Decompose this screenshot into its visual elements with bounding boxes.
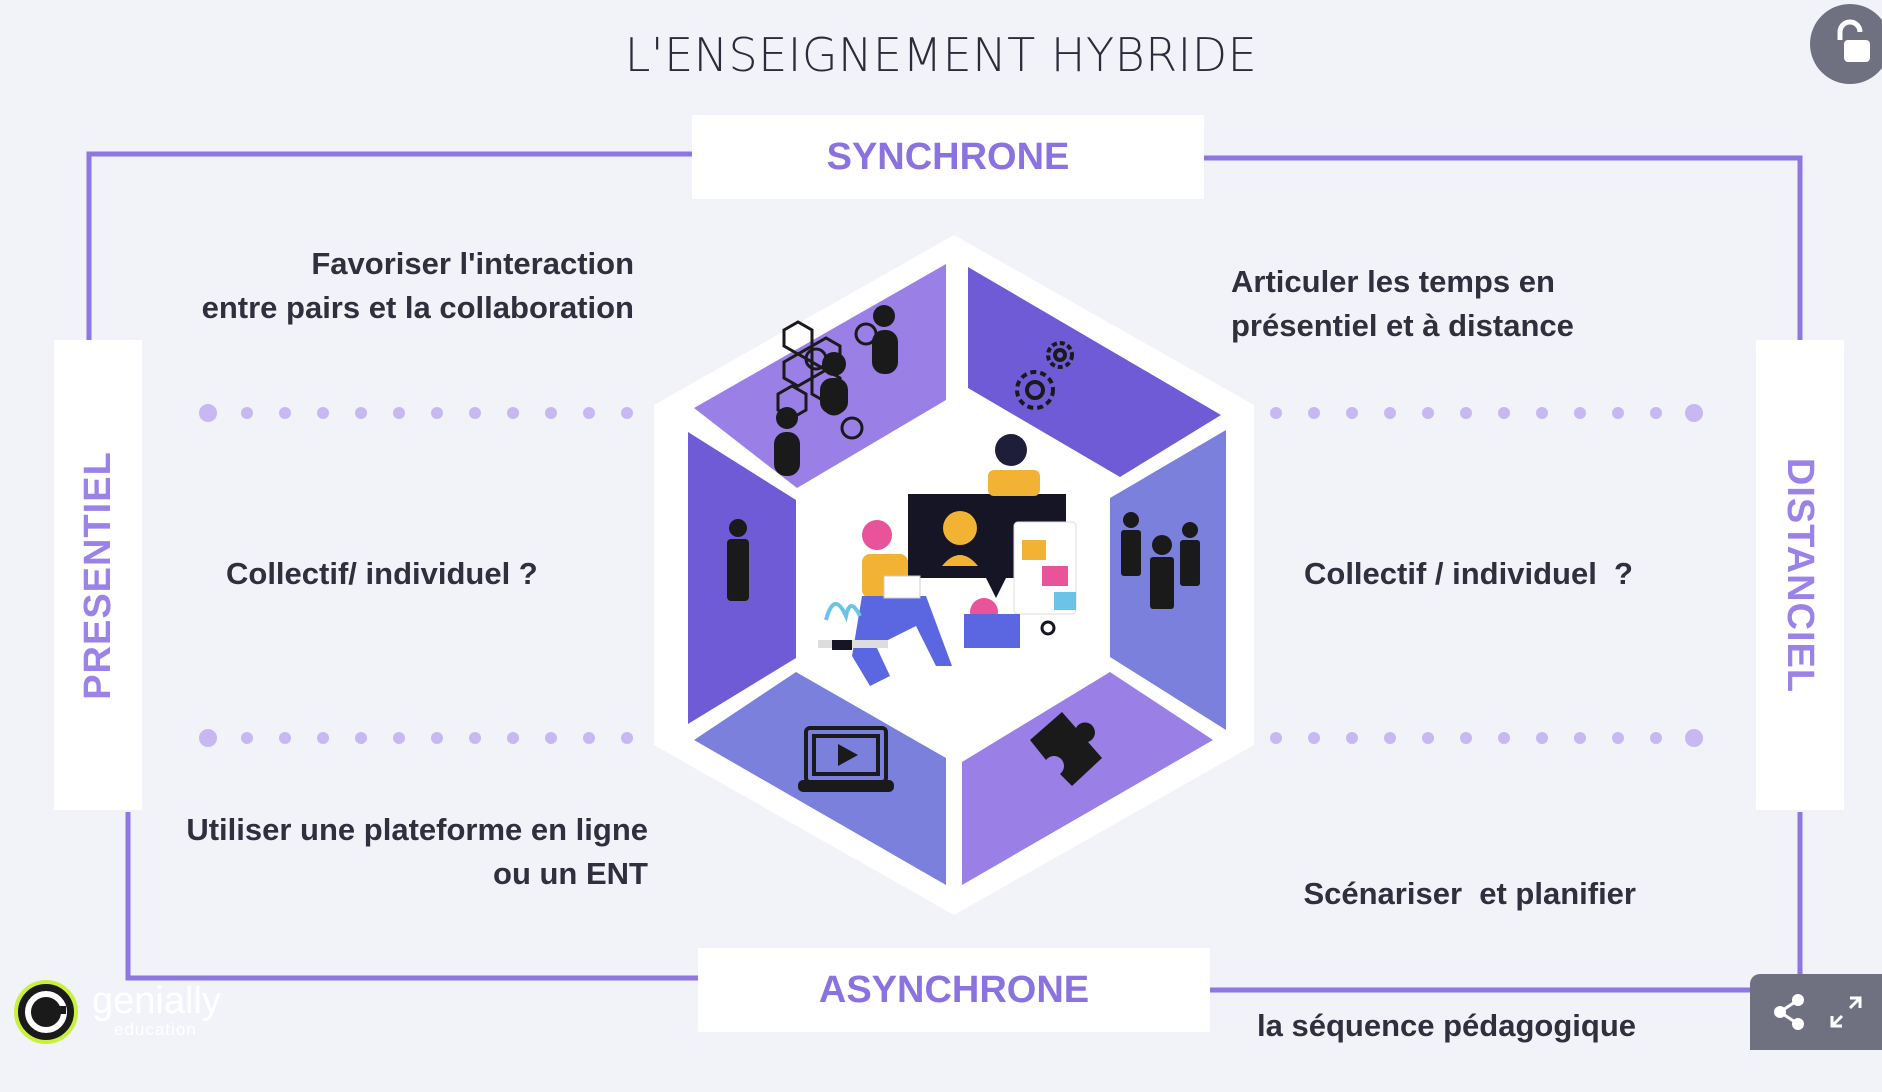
fullscreen-icon[interactable] bbox=[1826, 992, 1866, 1032]
puzzle-icon bbox=[1030, 712, 1102, 786]
text-bottom-left-line2: ou un ENT bbox=[493, 856, 648, 891]
text-top-left-line1: Favoriser l'interaction bbox=[311, 246, 634, 281]
genially-wordmark: genially bbox=[92, 980, 221, 1022]
unlock-button[interactable] bbox=[1810, 4, 1882, 84]
center-illustration bbox=[818, 434, 1077, 686]
text-bottom-right-line1: Scénariser et planifier bbox=[1303, 876, 1636, 911]
synchrone-label: SYNCHRONE bbox=[692, 115, 1204, 199]
text-mid-left: Collectif/ individuel ? bbox=[226, 556, 538, 591]
segment-video bbox=[694, 672, 946, 885]
presentiel-text: PRESENTIEL bbox=[76, 450, 119, 700]
text-bottom-right: Scénariser et planifier la séquence péda… bbox=[1150, 784, 1636, 1092]
text-bottom-left: Utiliser une plateforme en ligne ou un E… bbox=[130, 808, 648, 896]
gears-icon bbox=[1015, 341, 1074, 410]
network-people-icon bbox=[774, 305, 898, 476]
unlock-icon bbox=[1837, 19, 1870, 62]
frame-lines bbox=[86, 151, 1803, 993]
text-bottom-right-line2: la séquence pédagogique bbox=[1257, 1008, 1636, 1043]
page-title: L'ENSEIGNEMENT HYBRIDE bbox=[624, 28, 1258, 82]
distanciel-label: DISTANCIEL bbox=[1756, 340, 1844, 810]
text-bottom-left-line1: Utiliser une plateforme en ligne bbox=[186, 812, 648, 847]
distanciel-text: DISTANCIEL bbox=[1779, 457, 1822, 693]
video-laptop-icon bbox=[798, 726, 894, 792]
group-people-icon bbox=[1121, 512, 1200, 609]
text-top-left: Favoriser l'interaction entre pairs et l… bbox=[150, 242, 634, 330]
asynchrone-text: ASYNCHRONE bbox=[818, 968, 1090, 1011]
genially-logo[interactable]: genially education bbox=[14, 980, 234, 1044]
single-person-icon bbox=[727, 519, 749, 601]
hexagon-diagram bbox=[654, 235, 1254, 915]
asynchrone-label: ASYNCHRONE bbox=[698, 948, 1210, 1032]
text-top-right: Articuler les temps en présentiel et à d… bbox=[1231, 260, 1731, 348]
text-top-right-line2: présentiel et à distance bbox=[1231, 308, 1574, 343]
segment-gears bbox=[968, 267, 1221, 477]
bottom-controls bbox=[1750, 974, 1882, 1050]
genially-sub: education bbox=[114, 1020, 197, 1039]
text-mid-right: Collectif / individuel ? bbox=[1304, 556, 1633, 591]
synchrone-text: SYNCHRONE bbox=[826, 135, 1070, 178]
share-icon[interactable] bbox=[1770, 992, 1810, 1032]
dotted-separators bbox=[199, 404, 1703, 747]
genially-g-icon bbox=[14, 980, 78, 1044]
text-top-left-line2: entre pairs et la collaboration bbox=[201, 290, 634, 325]
segment-puzzle bbox=[962, 672, 1213, 885]
presentiel-label: PRESENTIEL bbox=[54, 340, 142, 810]
text-top-right-line1: Articuler les temps en bbox=[1231, 264, 1555, 299]
